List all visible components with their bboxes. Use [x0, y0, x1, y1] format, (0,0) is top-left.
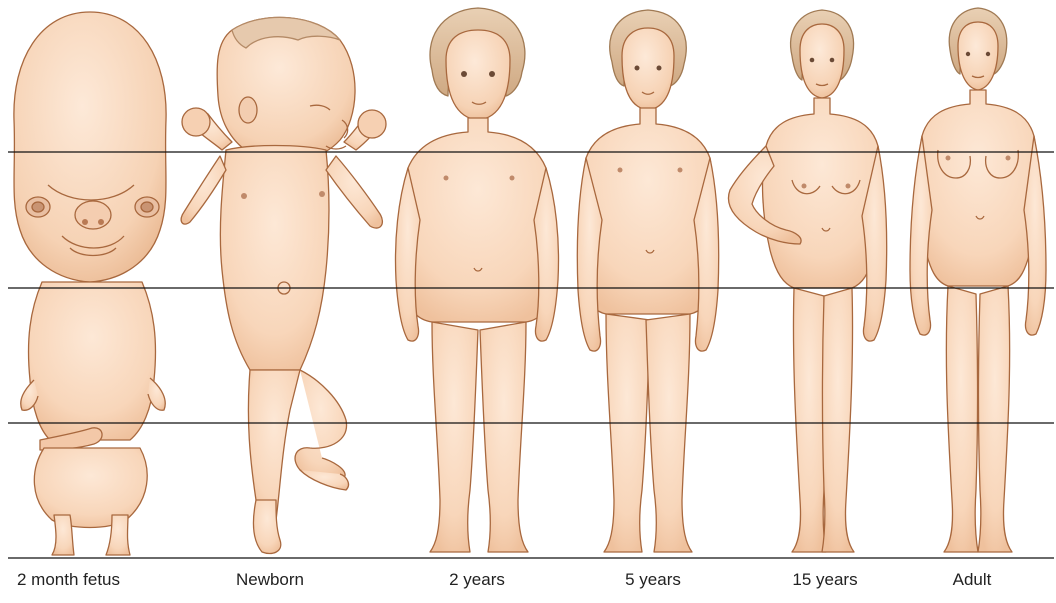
fifteen-years-figure: [728, 10, 886, 552]
five-years-figure: [577, 10, 718, 552]
fetus-figure: [14, 12, 166, 555]
caption-adult: Adult: [912, 570, 1032, 594]
adult-figure: [910, 8, 1046, 552]
newborn-figure: [181, 17, 386, 553]
caption-newborn: Newborn: [205, 570, 335, 594]
two-years-figure: [396, 8, 559, 552]
caption-fetus: 2 month fetus: [5, 570, 157, 594]
caption-2-years: 2 years: [412, 570, 542, 594]
caption-5-years: 5 years: [588, 570, 718, 594]
caption-15-years: 15 years: [760, 570, 890, 594]
